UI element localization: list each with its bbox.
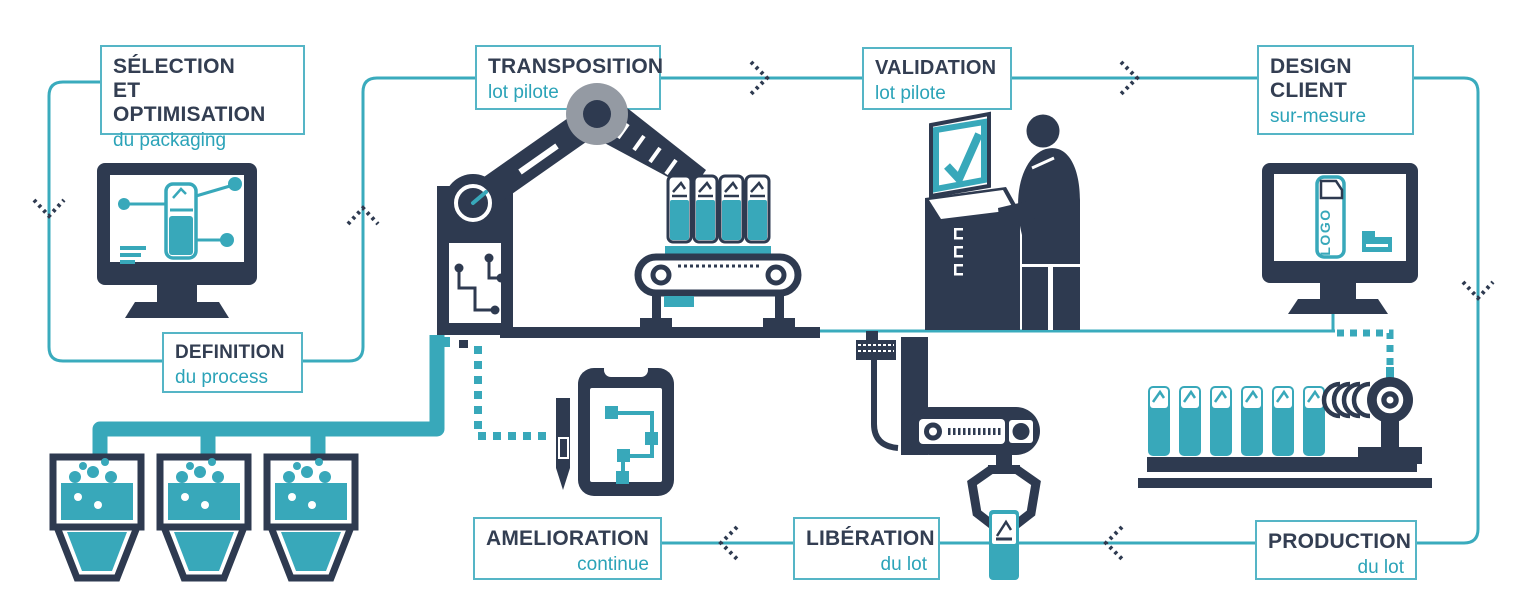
dashed-link-robot-to-tablet	[474, 346, 548, 440]
logo-label: LOGO	[1317, 208, 1333, 255]
step-box-design: DESIGN CLIENT sur-mesure	[1257, 45, 1414, 135]
step-subtitle: du process	[175, 366, 268, 388]
step-title: VALIDATION	[875, 57, 997, 79]
step-title: TRANSPOSITION	[488, 55, 664, 78]
step-title: AMELIORATION	[486, 527, 649, 550]
step-title: SÉLECTION	[113, 55, 235, 78]
flow-line-design-to-production	[1414, 76, 1480, 545]
step-subtitle: du lot	[880, 553, 927, 575]
step-title: DEFINITION	[175, 342, 285, 363]
step-subtitle: lot pilote	[488, 81, 559, 103]
step-box-definition: DEFINITION du process	[162, 332, 303, 393]
design-monitor-icon: LOGO	[1262, 163, 1418, 314]
arrow-left-icon	[1103, 525, 1124, 561]
arrow-down-icon	[32, 198, 66, 219]
flow-line-selection-to-definition	[47, 80, 162, 363]
step-title: LIBÉRATION	[806, 527, 935, 550]
step-subtitle: continue	[577, 553, 649, 575]
step-box-production: PRODUCTION du lot	[1255, 520, 1417, 580]
step-box-selection: SÉLECTION ET OPTIMISATION du packaging	[100, 45, 305, 151]
step-subtitle: du lot	[1357, 556, 1404, 578]
step-title: DESIGN	[1270, 55, 1352, 78]
packaging-monitor-icon	[97, 163, 257, 318]
arrow-right-icon	[1119, 60, 1140, 96]
operator-person-icon	[998, 114, 1080, 330]
hopper-pipe	[92, 335, 445, 457]
step-subtitle: du packaging	[113, 129, 227, 151]
step-subtitle: lot pilote	[875, 82, 946, 104]
step-subtitle: sur-mesure	[1270, 105, 1367, 127]
stylus-icon	[556, 398, 570, 490]
step-box-validation: VALIDATION lot pilote	[862, 47, 1012, 110]
pilot-bottles-conveyor-icon	[634, 174, 802, 329]
arrow-down-icon	[1461, 280, 1495, 301]
step-title: ET OPTIMISATION	[113, 78, 266, 126]
inspection-camera-icon	[1321, 367, 1422, 464]
robot-arm-icon	[437, 83, 820, 348]
flow-line-definition-to-transposition	[303, 76, 475, 363]
step-title: PRODUCTION	[1268, 530, 1412, 553]
step-box-amelioration: AMELIORATION continue	[473, 517, 662, 580]
arrow-right-icon	[749, 60, 770, 96]
gripper-claw-icon	[967, 465, 1041, 580]
mixing-hoppers-icon	[49, 453, 359, 582]
step-box-transposition: TRANSPOSITION lot pilote	[475, 45, 664, 110]
step-title: CLIENT	[1270, 78, 1348, 102]
arrow-up-icon	[346, 205, 380, 226]
tablet-flowchart-icon	[578, 362, 674, 496]
step-box-liberation: LIBÉRATION du lot	[793, 517, 940, 580]
labelling-machine-icon	[856, 331, 1040, 469]
validation-kiosk-icon	[925, 111, 1020, 330]
dashed-link-monitor-to-camera	[1337, 329, 1394, 366]
arrow-left-icon	[718, 525, 739, 561]
folder-icon	[1362, 231, 1392, 252]
production-bottles-icon	[1138, 386, 1432, 488]
